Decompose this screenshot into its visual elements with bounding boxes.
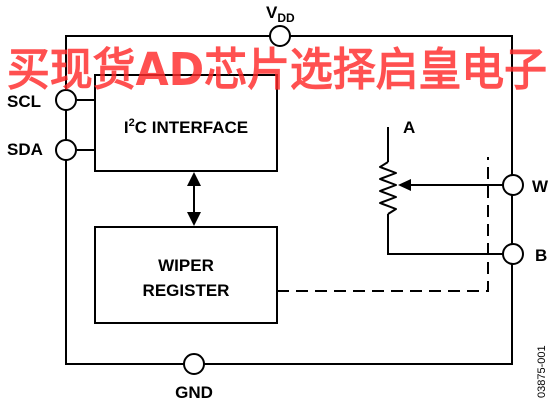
i2c-interface-block xyxy=(94,74,278,172)
wiper-arrow-head xyxy=(398,179,411,191)
b-pin xyxy=(502,243,524,265)
wiper-register-label-line1: WIPER xyxy=(158,256,214,275)
sda-pin xyxy=(55,139,77,161)
scl-pin xyxy=(55,89,77,111)
i2c-interface-label: I2C INTERFACE xyxy=(124,117,248,137)
wiper-register-label-line2: REGISTER xyxy=(143,281,230,300)
bus-arrow-head-up xyxy=(187,172,201,186)
sda-label: SDA xyxy=(7,140,43,159)
w-label: W xyxy=(532,177,549,196)
wiper-control-dashed-line xyxy=(277,157,489,292)
vdd-label: VDD xyxy=(266,3,295,25)
potentiometer-resistor xyxy=(379,161,397,215)
bus-arrow-head-down xyxy=(187,212,201,226)
wiper-register-block xyxy=(94,226,278,324)
scl-label: SCL xyxy=(7,92,41,111)
vdd-pin xyxy=(269,25,291,47)
w-pin xyxy=(502,174,524,196)
figure-id: 03875-001 xyxy=(536,345,548,398)
terminal-a-label: A xyxy=(403,118,415,137)
gnd-pin xyxy=(183,353,205,375)
watermark-text: 买现货AD芯片选择启皇电子 xyxy=(7,43,547,96)
gnd-label: GND xyxy=(175,383,213,402)
b-label: B xyxy=(535,246,547,265)
terminal-b-wire xyxy=(387,214,503,255)
